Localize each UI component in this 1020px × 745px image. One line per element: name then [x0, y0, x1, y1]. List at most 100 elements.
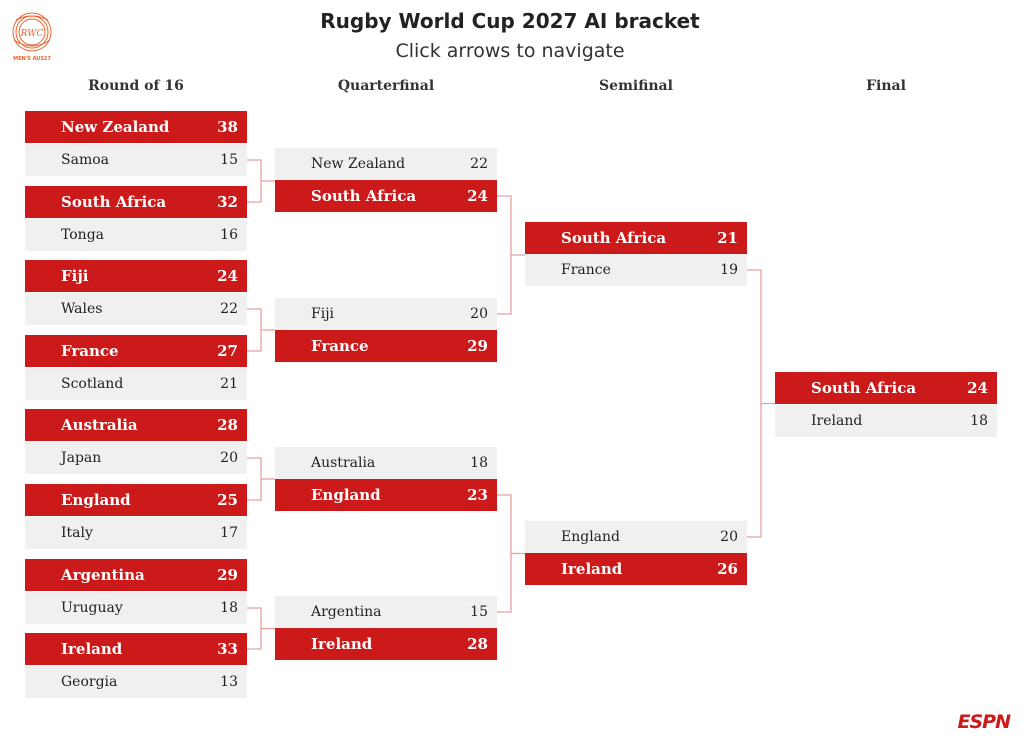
team-slot[interactable]: South Africa 32 [25, 186, 247, 218]
team-slot[interactable]: Wales 22 [25, 293, 247, 325]
bracket-connector [247, 457, 275, 501]
team-slot[interactable]: Fiji 24 [25, 260, 247, 292]
team-score: 24 [967, 379, 988, 397]
team-score: 17 [220, 525, 238, 541]
team-score: 29 [467, 337, 488, 355]
team-score: 29 [217, 566, 238, 584]
team-slot[interactable]: South Africa 24 [275, 180, 497, 212]
team-score: 38 [217, 118, 238, 136]
team-score: 24 [217, 267, 238, 285]
team-name: Ireland [61, 640, 123, 658]
team-slot[interactable]: Ireland 33 [25, 633, 247, 665]
team-score: 28 [467, 635, 488, 653]
team-score: 32 [217, 193, 238, 211]
logo-text: RWC [20, 29, 44, 39]
team-name: New Zealand [61, 118, 170, 136]
bracket-connector [247, 308, 275, 352]
team-slot[interactable]: Australia 28 [25, 409, 247, 441]
team-slot[interactable]: Ireland 18 [775, 405, 997, 437]
team-name: Australia [311, 455, 376, 471]
team-score: 22 [470, 156, 488, 172]
team-name: South Africa [811, 379, 917, 397]
team-score: 21 [717, 229, 738, 247]
bracket-connector [497, 195, 525, 315]
team-slot[interactable]: Georgia 13 [25, 666, 247, 698]
team-name: Argentina [61, 566, 145, 584]
team-score: 24 [467, 187, 488, 205]
round-header-1: Quarterfinal [337, 78, 435, 94]
team-slot[interactable]: France 29 [275, 330, 497, 362]
team-score: 16 [220, 227, 238, 243]
team-slot[interactable]: England 23 [275, 479, 497, 511]
team-name: Japan [61, 450, 102, 466]
team-slot[interactable]: Ireland 28 [275, 628, 497, 660]
team-slot[interactable]: New Zealand 38 [25, 111, 247, 143]
team-name: Ireland [811, 413, 863, 429]
team-slot[interactable]: South Africa 24 [775, 372, 997, 404]
team-score: 22 [220, 301, 238, 317]
team-name: Tonga [61, 227, 105, 243]
bracket-connector [247, 607, 275, 650]
team-score: 27 [217, 342, 238, 360]
team-name: England [61, 491, 131, 509]
team-slot[interactable]: England 25 [25, 484, 247, 516]
team-score: 25 [217, 491, 238, 509]
team-score: 15 [220, 152, 238, 168]
team-score: 21 [220, 376, 238, 392]
team-slot[interactable]: Argentina 29 [25, 559, 247, 591]
team-name: France [61, 342, 119, 360]
team-score: 33 [217, 640, 238, 658]
bracket-connector [497, 494, 525, 613]
team-name: Ireland [561, 560, 623, 578]
team-score: 15 [470, 604, 488, 620]
bracket-connector [747, 269, 775, 538]
round-header-3: Final [866, 78, 906, 94]
team-score: 13 [220, 674, 238, 690]
team-name: Australia [61, 416, 138, 434]
team-name: Italy [61, 525, 93, 541]
team-name: France [311, 337, 369, 355]
team-name: Wales [61, 301, 103, 317]
team-slot[interactable]: Samoa 15 [25, 144, 247, 176]
team-score: 28 [217, 416, 238, 434]
team-name: Ireland [311, 635, 373, 653]
team-slot[interactable]: Italy 17 [25, 517, 247, 549]
team-slot[interactable]: Australia 18 [275, 447, 497, 479]
team-slot[interactable]: France 27 [25, 335, 247, 367]
team-score: 18 [220, 600, 238, 616]
team-slot[interactable]: South Africa 21 [525, 222, 747, 254]
espn-logo: ESPN [957, 711, 1011, 733]
team-name: Fiji [311, 306, 335, 322]
team-name: Scotland [61, 376, 124, 392]
rwc-logo: RWC MEN'S AUS27 [12, 12, 52, 62]
team-name: England [311, 486, 381, 504]
bracket-connector [247, 159, 275, 203]
round-header-2: Semifinal [599, 78, 673, 94]
team-slot[interactable]: Japan 20 [25, 442, 247, 474]
team-score: 23 [467, 486, 488, 504]
team-score: 20 [470, 306, 488, 322]
team-name: Fiji [61, 267, 89, 285]
team-score: 18 [470, 455, 488, 471]
page-subtitle: Click arrows to navigate [395, 40, 625, 62]
round-header-0: Round of 16 [88, 78, 184, 94]
team-score: 20 [220, 450, 238, 466]
team-name: South Africa [311, 187, 417, 205]
team-slot[interactable]: Tonga 16 [25, 219, 247, 251]
page-title: Rugby World Cup 2027 AI bracket [320, 9, 700, 33]
team-name: Georgia [61, 674, 118, 690]
team-slot[interactable]: Fiji 20 [275, 298, 497, 330]
team-slot[interactable]: Scotland 21 [25, 368, 247, 400]
team-name: South Africa [61, 193, 167, 211]
team-name: South Africa [561, 229, 667, 247]
team-name: Samoa [61, 152, 109, 168]
team-name: France [561, 262, 611, 278]
team-score: 18 [970, 413, 988, 429]
